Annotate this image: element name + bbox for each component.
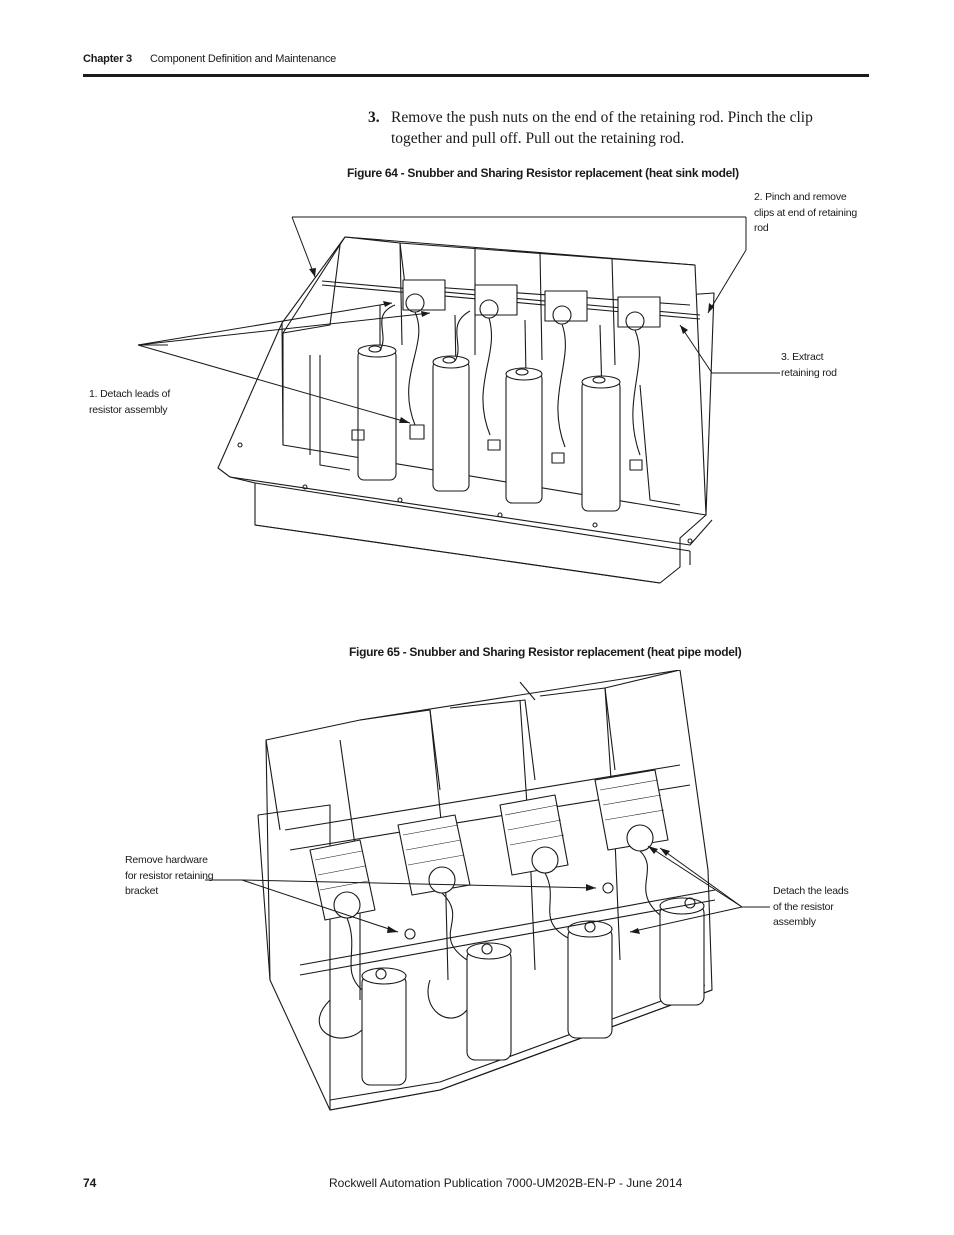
callout-detach-leads: 1. Detach leads of resistor assembly [89,388,171,416]
callout-extract-rod: 3. Extract retaining rod [781,351,837,379]
chapter-label: Chapter 3 [83,53,132,65]
figure-65-caption: Figure 65 - Snubber and Sharing Resistor… [349,645,742,659]
section-title: Component Definition and Maintenance [150,53,337,65]
page-header: Chapter 3 Component Definition and Maint… [83,53,336,65]
header-rule [83,74,869,77]
page-number: 74 [83,1176,97,1190]
publication-info: Rockwell Automation Publication 7000-UM2… [329,1176,683,1190]
figure-64-caption: Figure 64 - Snubber and Sharing Resistor… [347,166,739,180]
figure-65-illustration [0,670,954,1120]
figure-64-illustration [0,185,954,595]
step-text: Remove the push nuts on the end of the r… [391,109,813,147]
callout-pinch-clips: 2. Pinch and remove clips at end of reta… [754,191,857,234]
procedure-step: 3. Remove the push nuts on the end of th… [368,107,848,149]
callout-remove-hardware: Remove hardware for resistor retaining b… [125,854,214,897]
step-number: 3. [368,109,380,126]
callout-detach-resistor-leads: Detach the leads of the resistor assembl… [773,885,849,928]
